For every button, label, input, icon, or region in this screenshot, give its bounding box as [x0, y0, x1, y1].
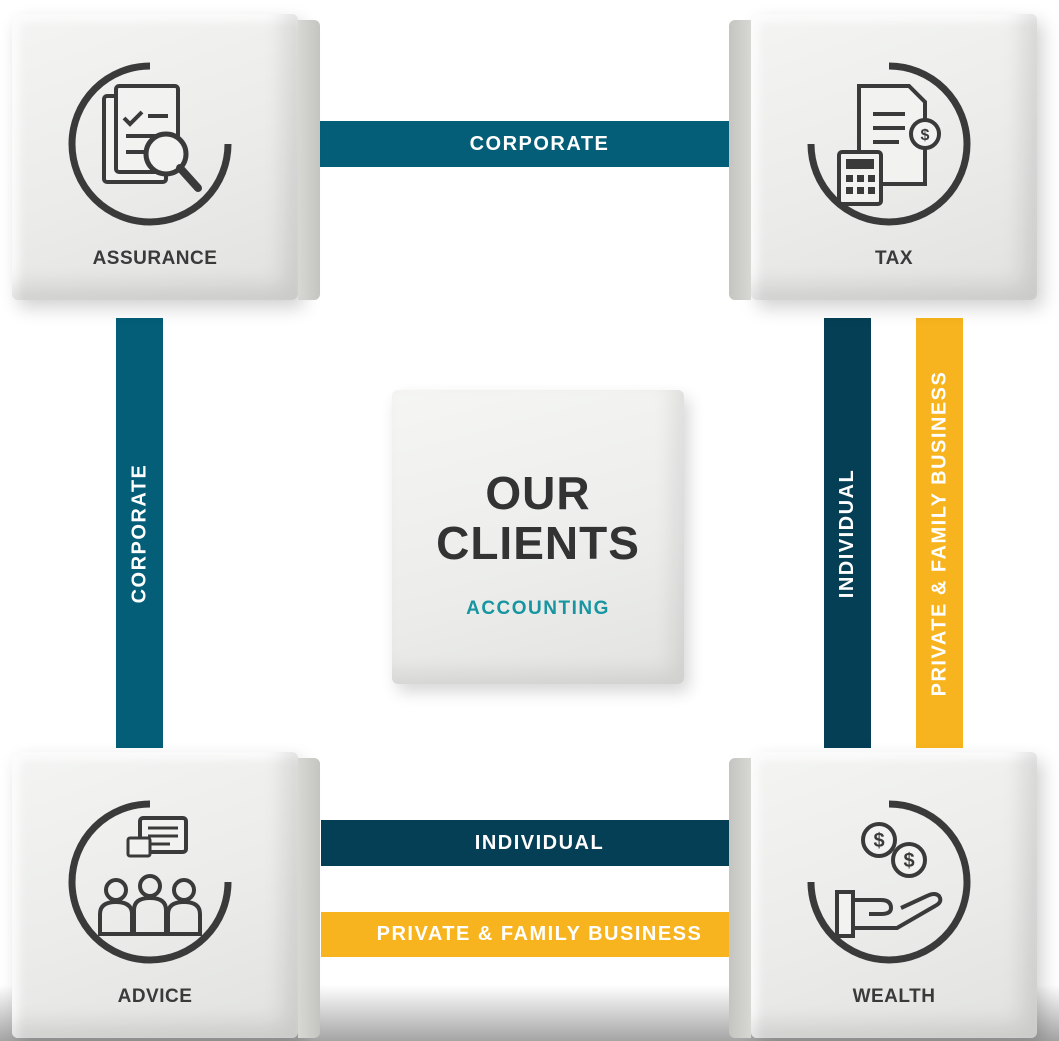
cube-tax: $ TAX [729, 14, 1037, 300]
center-title-line2: CLIENTS [436, 517, 640, 569]
cube-side [729, 758, 751, 1038]
connector-right-private-family: PRIVATE & FAMILY BUSINESS [916, 318, 963, 748]
connector-bottom-individual: INDIVIDUAL [321, 820, 758, 866]
connector-label: CORPORATE [469, 132, 610, 155]
svg-text:$: $ [903, 850, 914, 872]
cube-label: WEALTH [852, 986, 936, 1007]
center-cube: OUR CLIENTS ACCOUNTING [392, 390, 684, 684]
cube-side [729, 20, 751, 300]
center-title: OUR CLIENTS [392, 468, 684, 568]
cube-wealth: $ $ WEALTH [729, 752, 1037, 1038]
connector-left-corporate: CORPORATE [116, 318, 163, 748]
connector-label: PRIVATE & FAMILY BUSINESS [928, 370, 951, 696]
center-title-line1: OUR [485, 467, 591, 519]
cube-side [298, 20, 320, 300]
cube-label: ADVICE [117, 986, 193, 1007]
cube-assurance: ASSURANCE [12, 14, 320, 300]
hand-coins-icon: $ $ [807, 800, 971, 964]
document-magnifier-icon [68, 62, 232, 226]
connector-top-corporate: CORPORATE [314, 121, 765, 167]
connector-label: PRIVATE & FAMILY BUSINESS [376, 923, 703, 945]
tax-calculator-icon: $ [807, 62, 971, 226]
connector-label: INDIVIDUAL [474, 831, 605, 854]
center-subtitle: ACCOUNTING [466, 598, 610, 619]
svg-text:$: $ [873, 830, 884, 852]
people-chat-icon [68, 800, 232, 964]
connector-right-individual: INDIVIDUAL [824, 318, 871, 748]
cube-advice: ADVICE [12, 752, 320, 1038]
cube-label: TAX [874, 248, 914, 269]
connector-bottom-private-family: PRIVATE & FAMILY BUSINESS [321, 912, 758, 957]
svg-text:$: $ [921, 127, 930, 144]
connector-label: INDIVIDUAL [836, 468, 859, 598]
cube-label: ASSURANCE [92, 248, 218, 269]
connector-label: CORPORATE [128, 463, 150, 603]
cube-side [298, 758, 320, 1038]
